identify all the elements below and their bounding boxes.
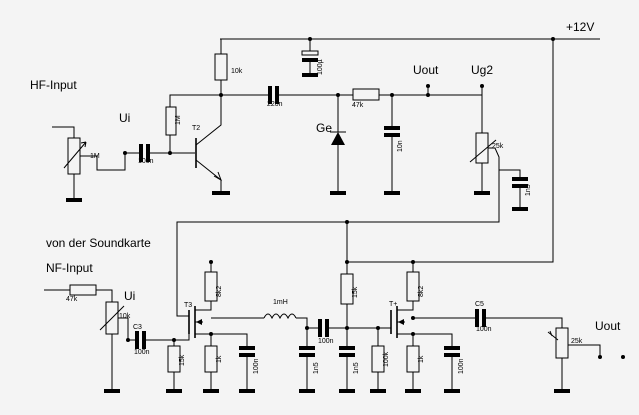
resistor-8k2-t3 [204, 260, 218, 302]
uout-bottom-label: Uout [595, 319, 621, 333]
collector-resistor-value: 10k [231, 68, 243, 75]
capacitor-100u-supply [301, 39, 319, 77]
resistor-8k2-t4 [406, 260, 420, 302]
capacitor-1n5-mid2 [339, 328, 355, 393]
t4-1k-value: 1k [418, 355, 425, 363]
supply-cap-value: 100µ [317, 59, 324, 75]
soundcard-label: von der Soundkarte [46, 236, 151, 250]
capacitor-100n-mid [307, 319, 391, 337]
resistor-15k-t3 [166, 340, 182, 393]
ge-diode-label: Ge [316, 121, 332, 135]
capacitor-c5 [413, 309, 563, 328]
nf-pot-value: 10k [119, 313, 131, 320]
t3-1k-value: 1k [216, 355, 223, 363]
uout-top-label: Uout [413, 63, 439, 77]
transistor-t2 [195, 95, 230, 195]
ui-top-label: Ui [119, 111, 130, 125]
t4-label: T+ [389, 301, 397, 308]
c5-name: C5 [475, 301, 484, 308]
mid-100n-value: 100n [318, 338, 334, 345]
mid-1n5-value: 1n5 [313, 362, 320, 374]
t3-label: T3 [184, 302, 192, 309]
t3-source-network [203, 333, 255, 393]
nf-potentiometer-10k [99, 301, 137, 393]
t3-15k-value: 15k [179, 354, 186, 366]
ui-bottom-label: Ui [124, 289, 135, 303]
nf-input-label: NF-Input [46, 261, 93, 275]
hf-input-potentiometer [52, 126, 133, 202]
top-47k-value: 47k [352, 102, 364, 109]
resistor-47k-top [352, 88, 482, 101]
resistor-15k-mid [340, 220, 354, 330]
resistor-100k [370, 326, 386, 393]
ug2-potentiometer [469, 84, 521, 195]
cap-10n-value: 10n [397, 140, 404, 152]
t3-100n-value: 100n [253, 358, 260, 374]
output-potentiometer [547, 327, 625, 393]
resistor-47k-nf [44, 284, 113, 302]
c3-value: 100n [134, 349, 150, 356]
c3-name: C3 [133, 324, 142, 331]
coupling-cap-value: 220n [267, 101, 283, 108]
cap-1n5-top-value: 1n5 [525, 184, 532, 196]
mid2-1n5-value: 1n5 [353, 362, 360, 374]
t3-8k2-value: 8k2 [216, 286, 223, 297]
germanium-diode [330, 93, 346, 195]
supply-voltage-label: +12V [566, 20, 594, 34]
hf-input-label: HF-Input [30, 78, 77, 92]
hf-pot-value: 1M [90, 153, 100, 160]
capacitor-1n5-top [512, 177, 528, 211]
c5-value: 100n [476, 326, 492, 333]
capacitor-220n [221, 86, 353, 104]
ug2-pot-value: 25k [492, 143, 504, 150]
capacitor-100n-hf [123, 144, 195, 162]
ug2-label: Ug2 [471, 63, 493, 77]
ug2-to-t3-wire [176, 157, 500, 317]
capacitor-10n [384, 95, 400, 195]
capacitor-1n5-mid [299, 326, 315, 393]
mid-15k-value: 15k [352, 286, 359, 298]
nf-47k-value: 47k [66, 296, 78, 303]
base-resistor-value: 1M [175, 115, 182, 125]
t4-100n-value: 100n [458, 358, 465, 374]
resistor-10k-collector [214, 39, 228, 97]
transistor-t3 [188, 301, 213, 346]
resistor-1m-base [165, 94, 221, 153]
hf-cap-value: 100n [138, 158, 154, 165]
inductor-value: 1mH [273, 299, 288, 306]
supply-rail [220, 37, 600, 263]
t2-label: T2 [192, 125, 200, 132]
output-pot-value: 25k [571, 338, 583, 345]
r-100k-value: 100k [383, 351, 390, 367]
inductor-1mh [211, 313, 308, 328]
t4-source-network [405, 333, 460, 393]
t4-8k2-value: 8k2 [418, 286, 425, 297]
